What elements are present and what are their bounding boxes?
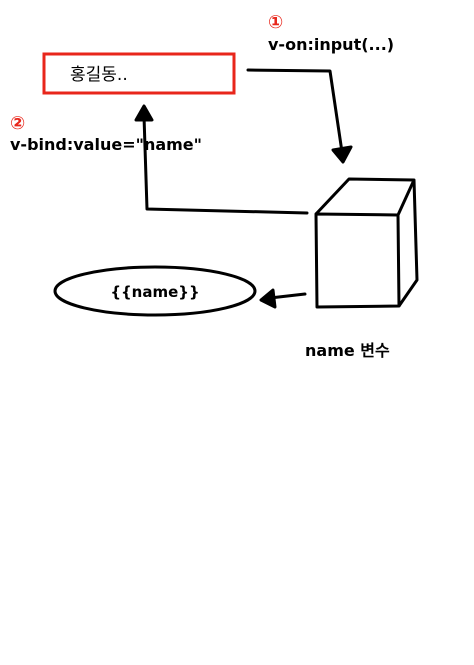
interpolation-text: {{name}} — [110, 283, 199, 301]
step1-number: ① — [268, 12, 283, 33]
step2-label: v-bind:value="name" — [10, 135, 202, 154]
variable-label: name 변수 — [305, 341, 390, 360]
variable-to-interpolation-arrow — [259, 288, 307, 309]
cube-side-face — [397, 179, 419, 307]
variable-cube — [314, 177, 419, 309]
input-box: 홍길동.. — [42, 52, 236, 95]
input-box-value: 홍길동.. — [70, 65, 128, 85]
interpolation-node: {{name}} — [53, 265, 257, 317]
cube-front-face — [314, 212, 401, 309]
cube-top-face — [314, 177, 416, 216]
variable-to-input-arrow — [134, 104, 309, 215]
step2-number: ② — [10, 113, 25, 134]
input-to-variable-arrow — [246, 68, 353, 164]
interpolation-ellipse — [53, 265, 257, 317]
input-box-border — [42, 52, 236, 95]
step1-label: v-on:input(...) — [268, 35, 394, 54]
